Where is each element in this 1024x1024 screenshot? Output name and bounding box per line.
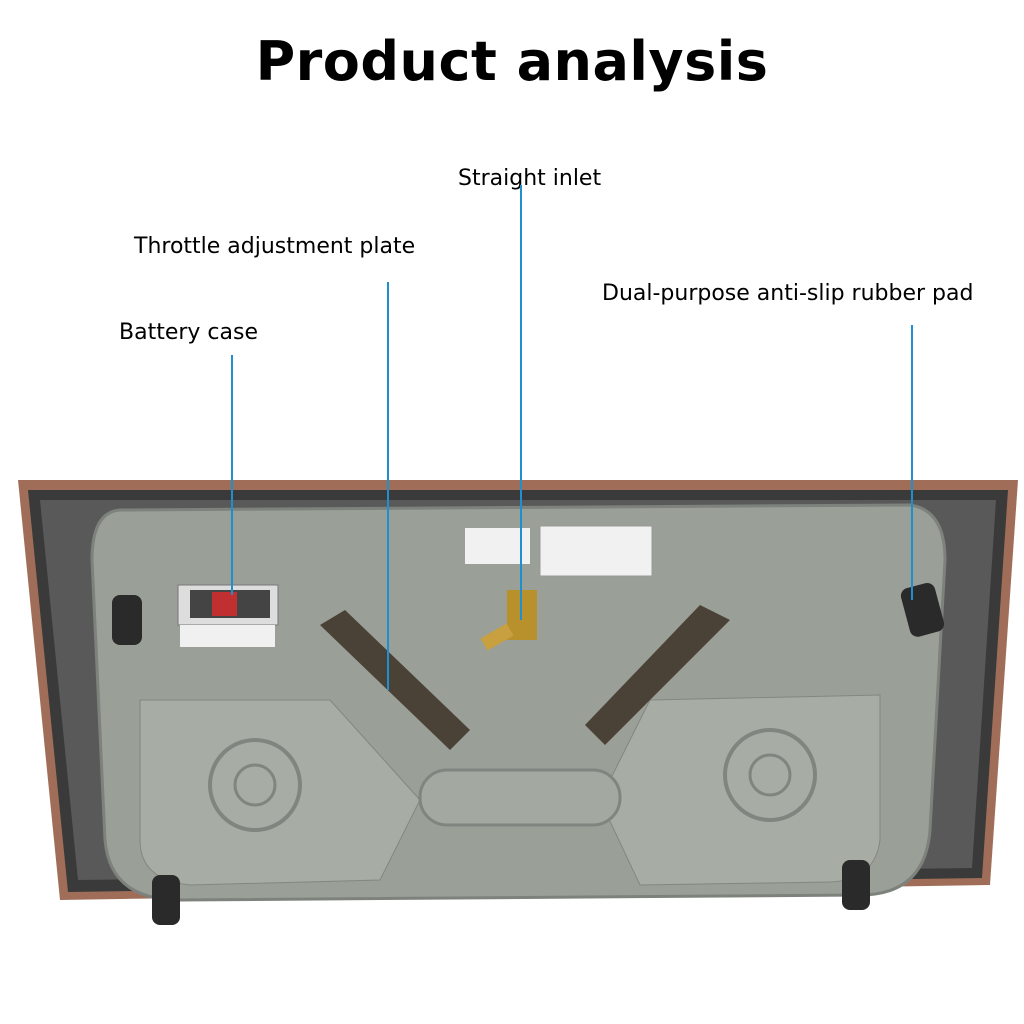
label-straight-inlet: Straight inlet <box>458 166 602 191</box>
leader-line-rubber-pad <box>911 325 913 600</box>
spec-label <box>539 525 653 577</box>
label-throttle-adjustment-plate: Throttle adjustment plate <box>134 234 416 259</box>
label-battery-case: Battery case <box>119 320 258 345</box>
burner-window-left <box>320 610 470 750</box>
leader-line-straight-inlet <box>520 185 522 620</box>
gas-inlet <box>507 590 537 640</box>
page-title: Product analysis <box>255 30 769 93</box>
label-anti-slip-rubber-pad: Dual-purpose anti-slip rubber pad <box>602 281 974 306</box>
burner-window-right <box>585 605 730 745</box>
warning-label <box>465 528 530 564</box>
leader-line-battery-case <box>231 355 233 595</box>
leader-line-throttle-plate <box>387 282 389 690</box>
